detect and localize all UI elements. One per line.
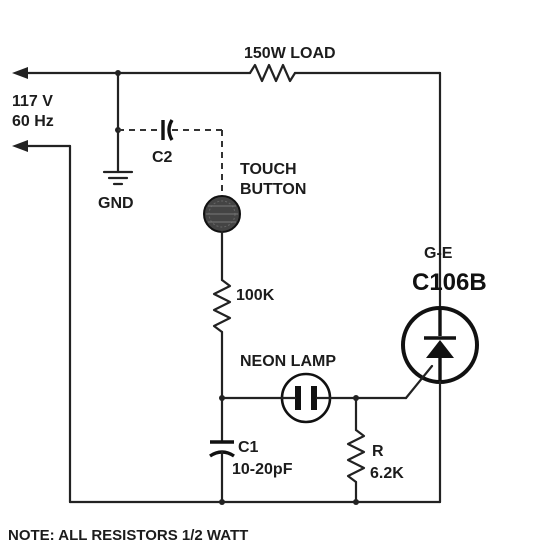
supply-voltage-label: 117 V bbox=[12, 93, 53, 110]
resistor-100k bbox=[212, 278, 232, 334]
neon-lamp bbox=[280, 372, 332, 424]
neon-lamp-label: NEON LAMP bbox=[240, 353, 336, 370]
ground-symbol bbox=[102, 70, 134, 186]
scr-part-label: C106B bbox=[412, 269, 487, 296]
gnd-label: GND bbox=[98, 195, 134, 212]
c2-label: C2 bbox=[152, 149, 173, 166]
load-resistor bbox=[248, 63, 297, 83]
touch-label: TOUCH bbox=[240, 161, 297, 178]
c1-value-label: 10-20pF bbox=[232, 461, 293, 478]
resistor-100k-label: 100K bbox=[236, 287, 275, 304]
load-label: 150W LOAD bbox=[244, 45, 336, 62]
c1-name-label: C1 bbox=[238, 439, 259, 456]
supply-frequency-label: 60 Hz bbox=[12, 113, 54, 130]
resistor-r-value-label: 6.2K bbox=[370, 465, 404, 482]
footnote: NOTE: ALL RESISTORS 1/2 WATT bbox=[8, 527, 248, 544]
scr-maker-label: G-E bbox=[424, 245, 453, 262]
resistor-r-name-label: R bbox=[372, 443, 384, 460]
scr-c106b bbox=[401, 306, 479, 400]
capacitor-c2 bbox=[118, 119, 223, 196]
button-label: BUTTON bbox=[240, 181, 306, 198]
resistor-r bbox=[346, 428, 366, 484]
supply-terminals bbox=[12, 67, 252, 152]
touch-button bbox=[203, 195, 241, 233]
